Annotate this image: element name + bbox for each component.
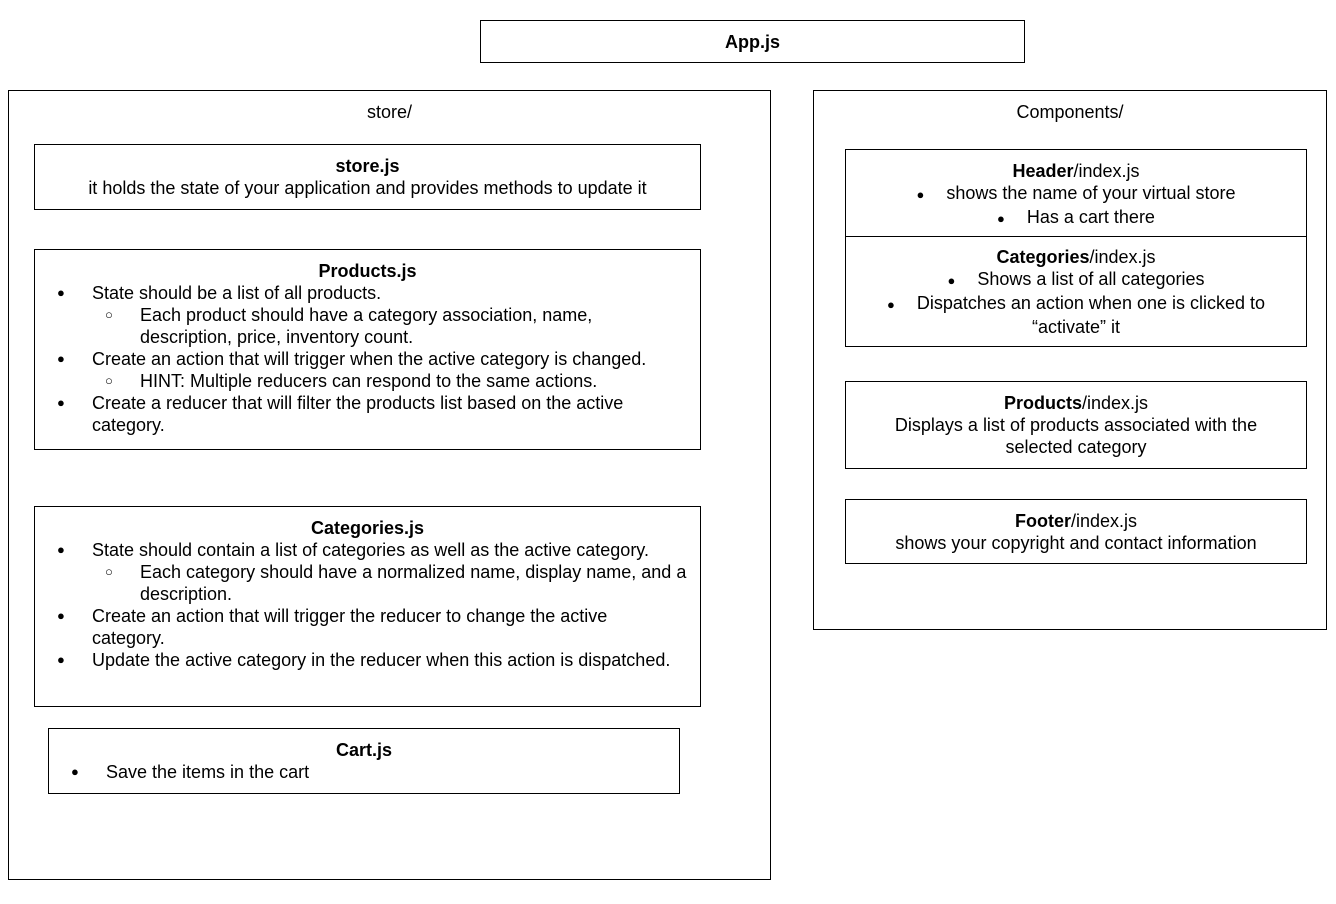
list-item: ●Has a cart there — [997, 207, 1155, 227]
header-file: /index.js — [1073, 161, 1140, 181]
products-js-list: State should be a list of all products. … — [35, 282, 700, 436]
app-js-title: App.js — [724, 32, 780, 52]
store-js-description: it holds the state of your application a… — [88, 178, 647, 198]
list-item: Update the active category in the reduce… — [35, 649, 700, 671]
list-item: State should be a list of all products. — [35, 282, 700, 304]
cart-js-box: Cart.js Save the items in the cart — [48, 728, 680, 794]
categories-component: Categories/index.js ●Shows a list of all… — [846, 237, 1306, 338]
store-js-title: store.js — [335, 156, 400, 176]
list-item: Save the items in the cart — [49, 761, 679, 783]
footer-file: /index.js — [1070, 511, 1138, 531]
list-item: State should contain a list of categorie… — [35, 539, 700, 561]
footer-component-box: Footer/index.js shows your copyright and… — [845, 499, 1307, 564]
components-folder-label: Components/ — [1016, 102, 1124, 122]
products-component-title: Products/index.js — [876, 392, 1276, 414]
header-component: Header/index.js ●shows the name of your … — [846, 150, 1306, 237]
footer-name: Footer — [1014, 511, 1071, 531]
list-item: Each category should have a normalized n… — [35, 561, 700, 605]
list-item: ●Dispatches an action when one is clicke… — [886, 293, 1266, 337]
categories-file: /index.js — [1089, 247, 1156, 267]
header-categories-box: Header/index.js ●shows the name of your … — [845, 149, 1307, 347]
categories-js-list: State should contain a list of categorie… — [35, 539, 700, 671]
cart-js-title: Cart.js — [335, 740, 393, 760]
list-item: Create an action that will trigger the r… — [35, 605, 700, 649]
store-js-box: store.js it holds the state of your appl… — [34, 144, 701, 210]
products-file: /index.js — [1081, 393, 1149, 413]
list-item: ●shows the name of your virtual store — [916, 183, 1236, 203]
store-folder-label: store/ — [366, 102, 413, 122]
list-item: Each product should have a category asso… — [35, 304, 700, 348]
products-component-box: Products/index.js Displays a list of pro… — [845, 381, 1307, 469]
categories-js-box: Categories.js State should contain a lis… — [34, 506, 701, 707]
footer-component-description: shows your copyright and contact informa… — [895, 533, 1257, 553]
list-item: Create an action that will trigger when … — [35, 348, 700, 370]
list-item: HINT: Multiple reducers can respond to t… — [35, 370, 700, 392]
products-component-description: Displays a list of products associated w… — [894, 415, 1258, 457]
header-name: Header — [1012, 161, 1074, 181]
categories-component-title: Categories/index.js — [846, 246, 1306, 268]
app-js-box: App.js — [480, 20, 1025, 63]
cart-js-list: Save the items in the cart — [49, 761, 679, 783]
products-name: Products — [1003, 393, 1082, 413]
list-item: ●Shows a list of all categories — [947, 269, 1205, 289]
header-component-title: Header/index.js — [846, 160, 1306, 182]
products-js-box: Products.js State should be a list of al… — [34, 249, 701, 450]
categories-name: Categories — [996, 247, 1090, 267]
products-js-title: Products.js — [318, 261, 417, 281]
list-item: Create a reducer that will filter the pr… — [35, 392, 700, 436]
categories-js-title: Categories.js — [310, 518, 425, 538]
footer-component-title: Footer/index.js — [846, 510, 1306, 532]
